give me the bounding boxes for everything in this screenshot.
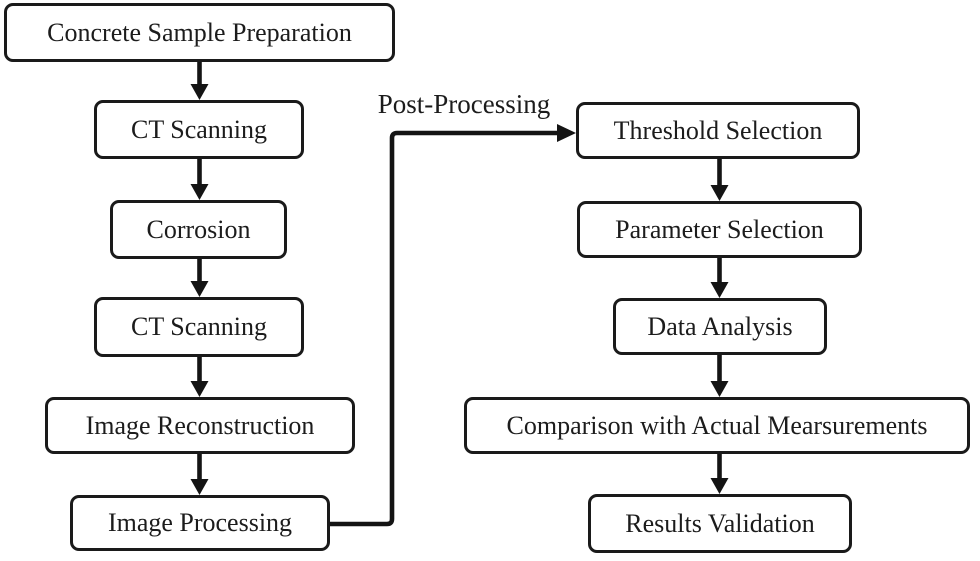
arrow-threshold-to-parameter — [710, 158, 729, 201]
flow-node-image-reconstruction: Image Reconstruction — [45, 397, 355, 454]
flow-node-comparison-actual-measurements: Comparison with Actual Mearsurements — [464, 397, 970, 454]
connector-post-processing — [330, 124, 576, 527]
flow-node-threshold-selection: Threshold Selection — [576, 102, 860, 159]
flow-node-corrosion: Corrosion — [110, 200, 287, 259]
arrow-corrosion-to-ct2 — [190, 258, 209, 297]
flow-node-parameter-selection: Parameter Selection — [577, 201, 862, 258]
arrow-comparison-to-validation — [710, 453, 729, 494]
flow-node-image-processing: Image Processing — [70, 495, 330, 551]
flow-node-ct-scanning-1: CT Scanning — [94, 100, 304, 159]
flow-node-data-analysis: Data Analysis — [613, 298, 827, 355]
flow-node-results-validation: Results Validation — [588, 494, 852, 553]
arrow-parameter-to-analysis — [710, 257, 729, 298]
arrow-sample-prep-to-ct1 — [190, 61, 209, 100]
connector-label-post-processing: Post-Processing — [377, 89, 551, 119]
arrow-reconstruction-to-processing — [190, 453, 209, 495]
flow-node-ct-scanning-2: CT Scanning — [94, 297, 304, 357]
flow-node-concrete-sample-preparation: Concrete Sample Preparation — [4, 3, 395, 62]
arrow-analysis-to-comparison — [710, 354, 729, 397]
arrow-ct1-to-corrosion — [190, 158, 209, 200]
arrow-ct2-to-reconstruction — [190, 356, 209, 397]
